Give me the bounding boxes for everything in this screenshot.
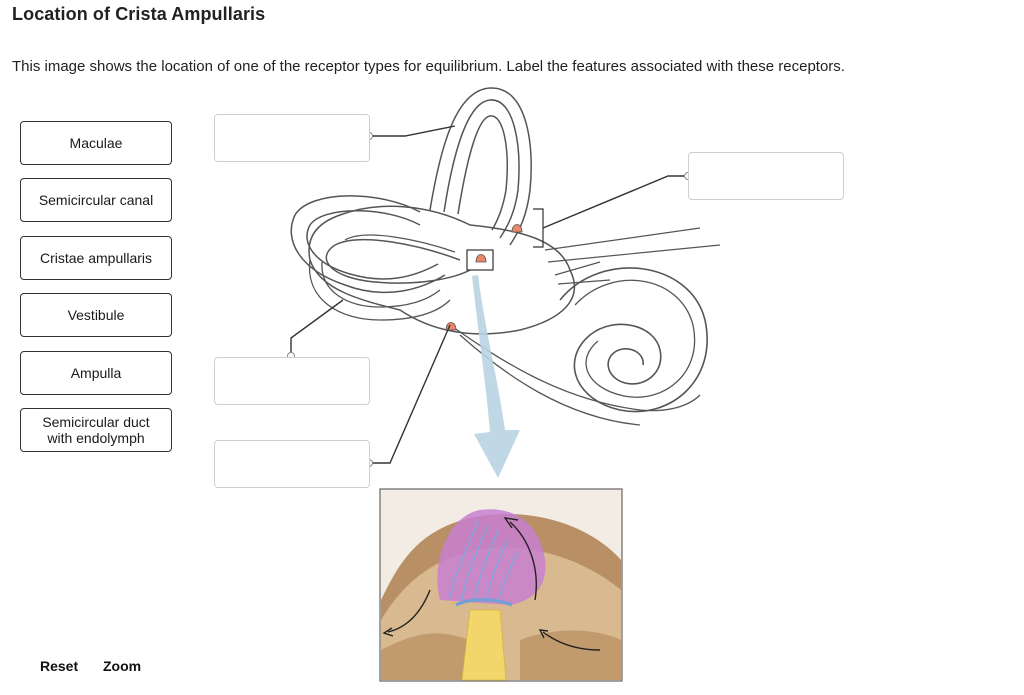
term-vestibule[interactable]: Vestibule bbox=[20, 293, 172, 337]
drop-target-4[interactable] bbox=[214, 440, 370, 488]
term-maculae[interactable]: Maculae bbox=[20, 121, 172, 165]
term-cristae-ampullaris[interactable]: Cristae ampullaris bbox=[20, 236, 172, 280]
term-ampulla[interactable]: Ampulla bbox=[20, 351, 172, 395]
drop-target-1[interactable] bbox=[214, 114, 370, 162]
drop-target-2[interactable] bbox=[688, 152, 844, 200]
page-title: Location of Crista Ampullaris bbox=[12, 4, 266, 24]
reset-button[interactable]: Reset bbox=[40, 658, 79, 674]
zoom-button[interactable]: Zoom bbox=[103, 658, 142, 674]
term-semicircular-duct[interactable]: Semicircular duct with endolymph bbox=[20, 408, 172, 452]
drop-target-3[interactable] bbox=[214, 357, 370, 405]
instructions-text: This image shows the location of one of … bbox=[12, 58, 845, 75]
term-semicircular-canal[interactable]: Semicircular canal bbox=[20, 178, 172, 222]
